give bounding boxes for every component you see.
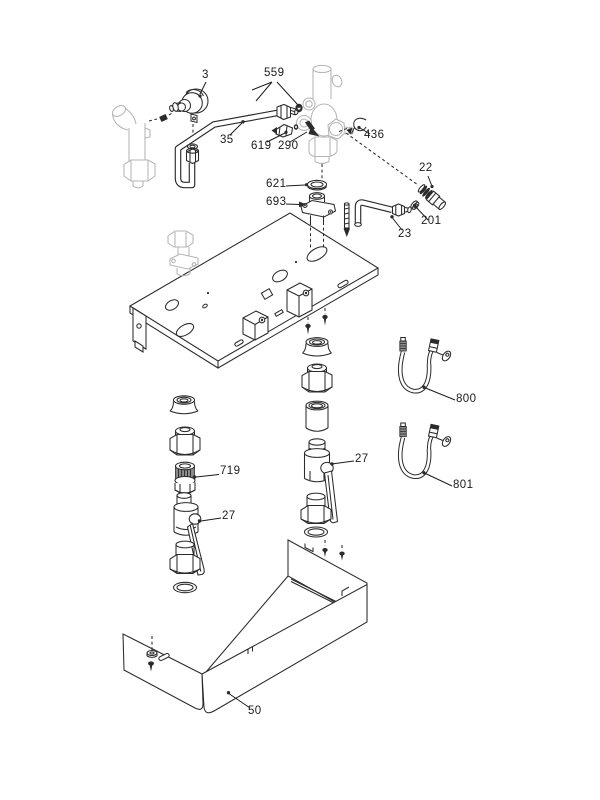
cap-fitting-middle [302, 337, 332, 357]
alignment-lines-valve [321, 128, 419, 186]
middle-fitting-column [300, 337, 339, 538]
mounting-tray [128, 212, 380, 369]
part-290-arrow [305, 120, 320, 137]
part-619-fitting [271, 123, 294, 138]
part-27-ball-valve-left [173, 492, 205, 576]
callout-290: 290 [278, 140, 299, 152]
union-fitting-left [169, 540, 201, 575]
part-719-adapter [174, 461, 196, 495]
callout-800: 800 [456, 393, 477, 405]
callout-719: 719 [220, 465, 241, 477]
o-ring-middle [303, 526, 329, 538]
part-559-seal-rings [293, 103, 303, 130]
part-800-cable [398, 336, 452, 394]
callout-619: 619 [251, 140, 272, 152]
union-nut-left [169, 426, 201, 456]
callout-621: 621 [266, 178, 287, 190]
callout-559: 559 [264, 67, 285, 79]
callout-693: 693 [266, 196, 287, 208]
callout-23: 23 [398, 228, 412, 240]
ghost-tray-fitting [167, 230, 199, 277]
part-436-clip [346, 117, 367, 135]
callout-35: 35 [220, 134, 234, 146]
callout-50: 50 [248, 705, 262, 717]
o-ring-left [172, 581, 198, 594]
cap-fitting-left [169, 395, 199, 415]
part-22-cartridge [417, 184, 447, 210]
callout-leader-lines [192, 81, 456, 709]
bushing-middle [305, 400, 329, 432]
ghost-valve-assembly [295, 64, 354, 165]
callout-201: 201 [421, 215, 442, 227]
part-693-flange [300, 192, 337, 249]
union-nut-middle [301, 363, 333, 393]
callout-27-left: 27 [222, 510, 236, 522]
part-801-cable [398, 422, 452, 479]
callout-22: 22 [419, 162, 433, 174]
part-23-pipe [354, 199, 412, 227]
part-50-cover-box [122, 539, 368, 714]
stud-bolt [343, 202, 350, 237]
part-621-washer [306, 179, 328, 191]
union-fitting-middle [300, 492, 332, 525]
callout-801: 801 [453, 479, 474, 491]
tray-screws [305, 308, 328, 335]
tray-bracket-right [286, 282, 313, 318]
tray-bracket-left [242, 310, 269, 341]
left-fitting-column [169, 395, 205, 594]
callout-27-middle: 27 [355, 453, 369, 465]
ghost-elbow-fitting [111, 105, 156, 189]
part-3-sensor [148, 88, 209, 142]
part-35-pipe [174, 103, 299, 189]
callout-3: 3 [202, 69, 209, 81]
callout-436: 436 [364, 129, 385, 141]
